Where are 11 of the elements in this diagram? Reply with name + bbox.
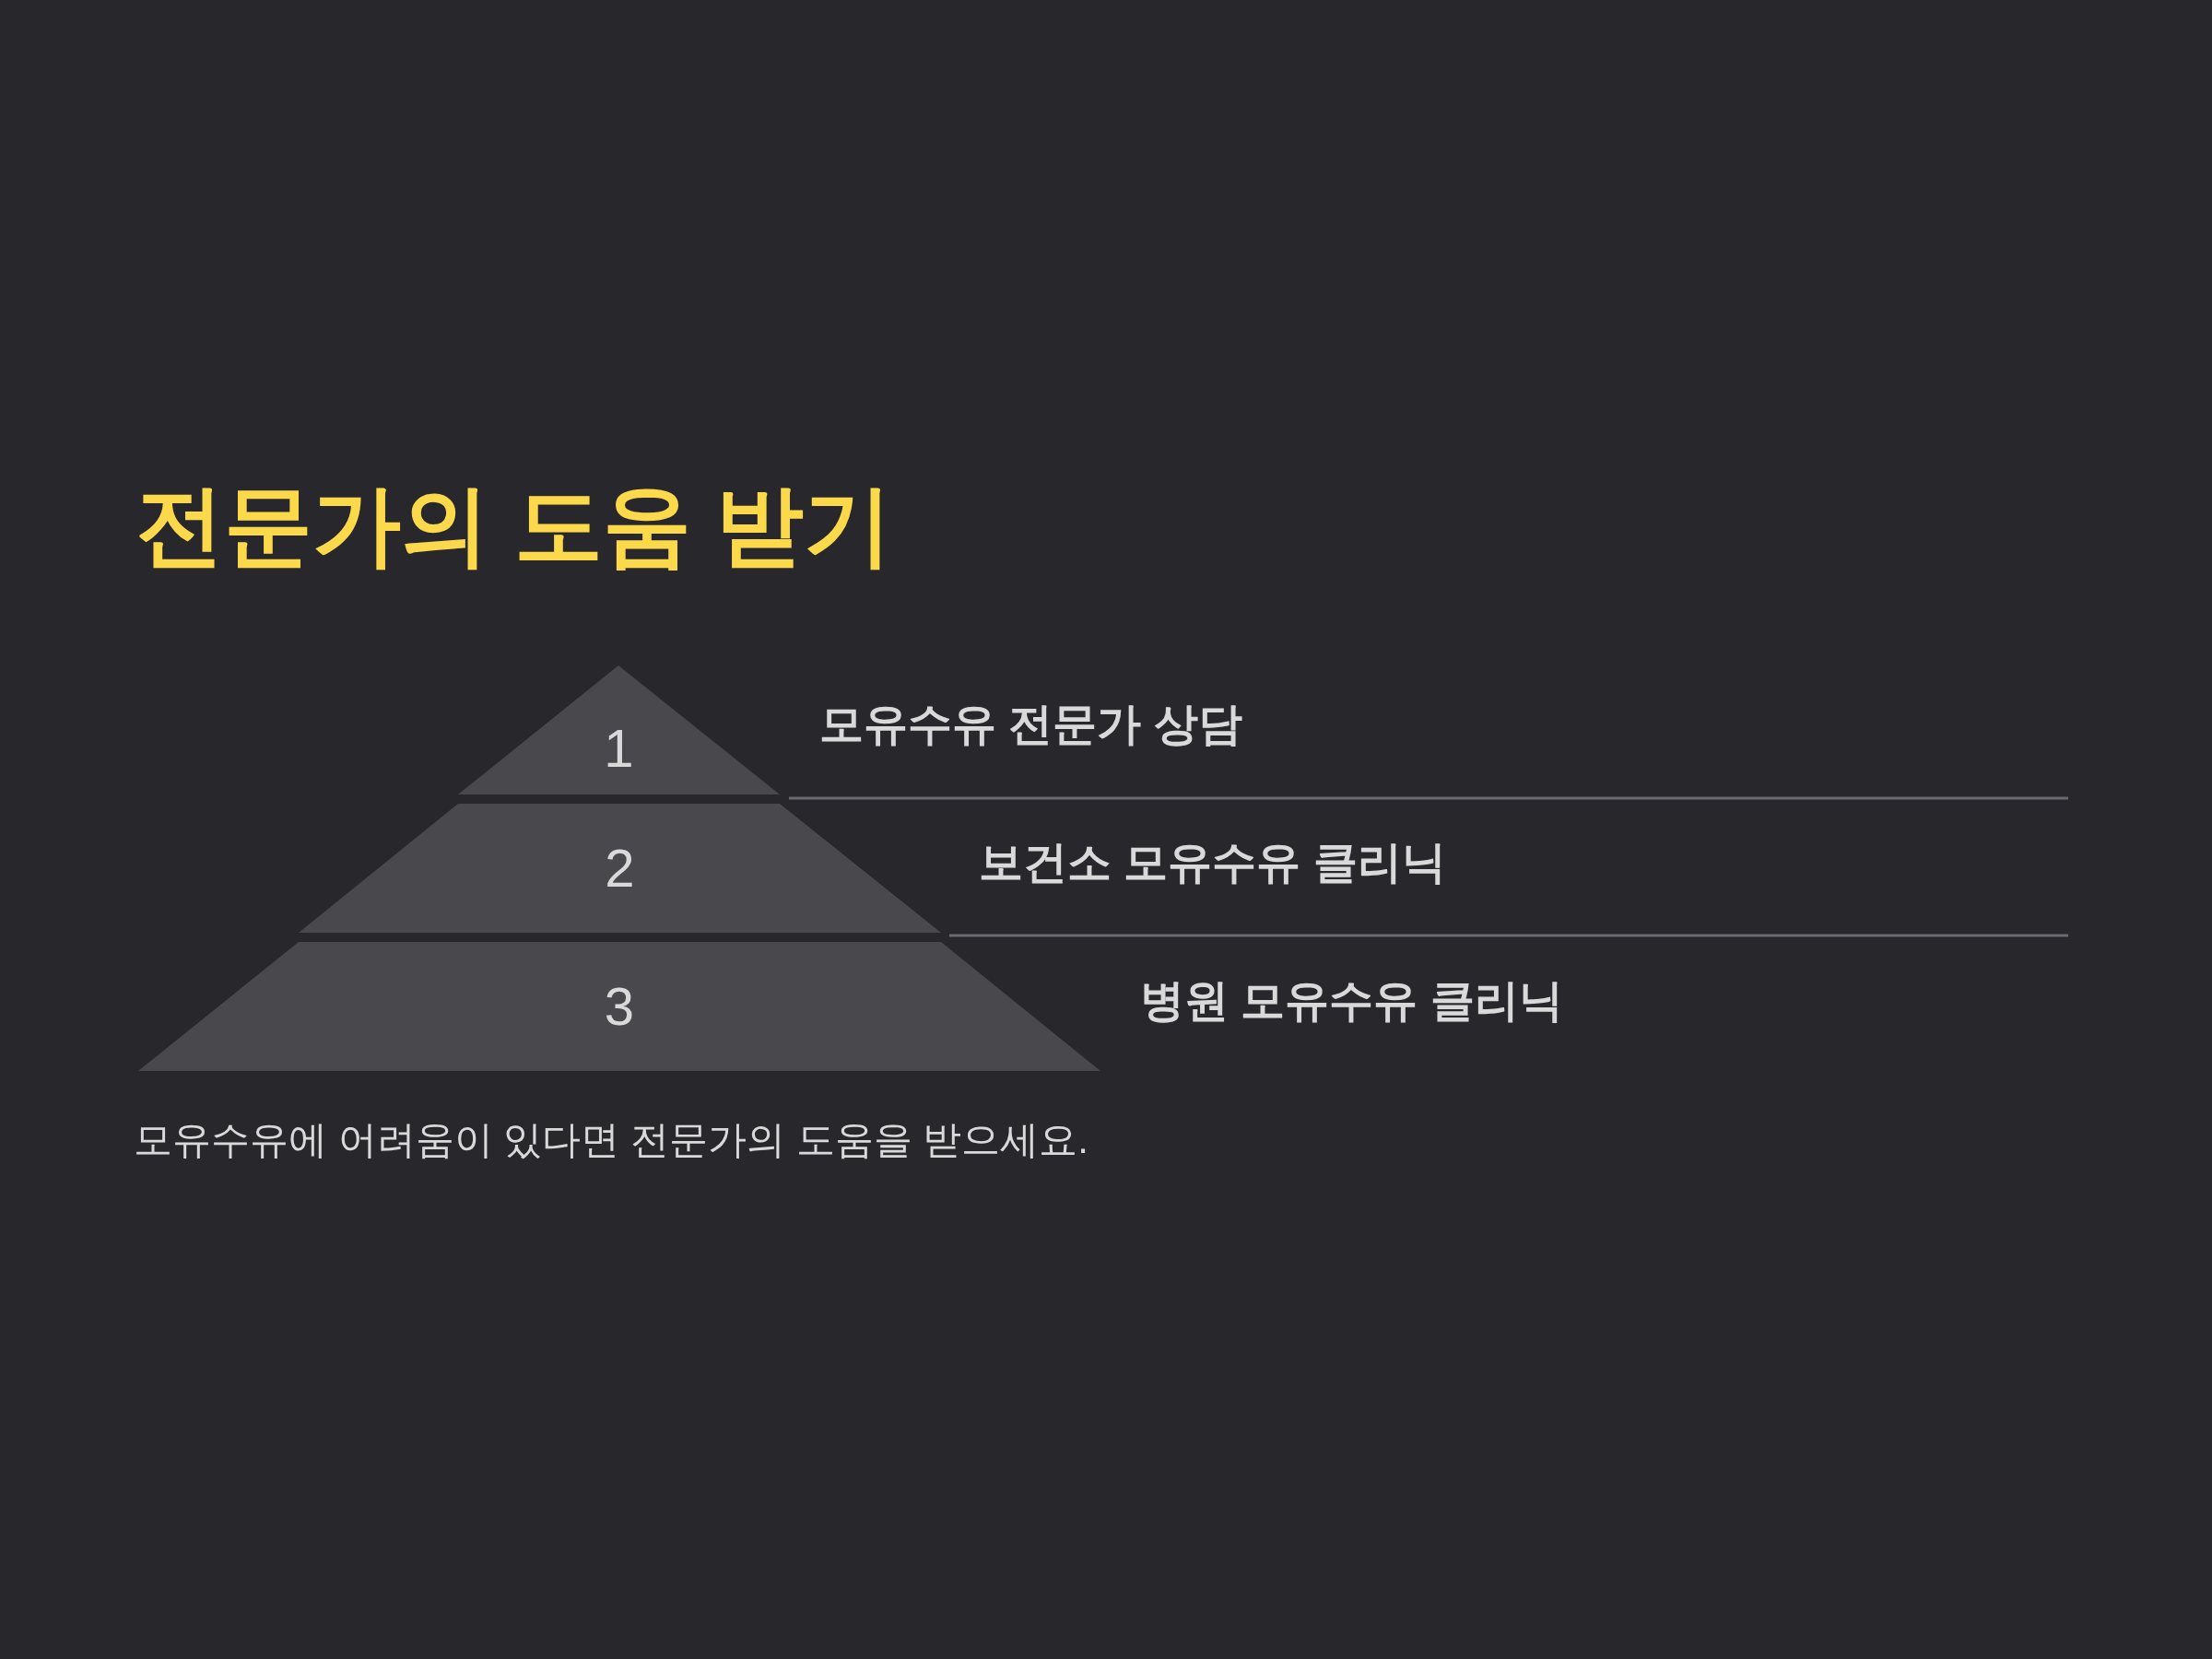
tier-number: 1 [604, 722, 634, 775]
pyramid-tier [138, 942, 1100, 1071]
title: 전문가의 도움 받기 [135, 475, 893, 576]
tier-number: 3 [604, 980, 635, 1033]
tier-label: 병원 모유수유 클리닉 [1140, 975, 1563, 1027]
tier-label: 모유수유 전문가 상담 [819, 699, 1242, 750]
tier-label: 보건소 모유수유 클리닉 [979, 837, 1446, 888]
pyramid-tier [299, 804, 941, 933]
pyramid-tier [458, 665, 780, 794]
tier-number: 2 [605, 841, 635, 895]
caption: 모유수유에 어려움이 있다면 전문가의 도움을 받으세요. [134, 1117, 1088, 1163]
